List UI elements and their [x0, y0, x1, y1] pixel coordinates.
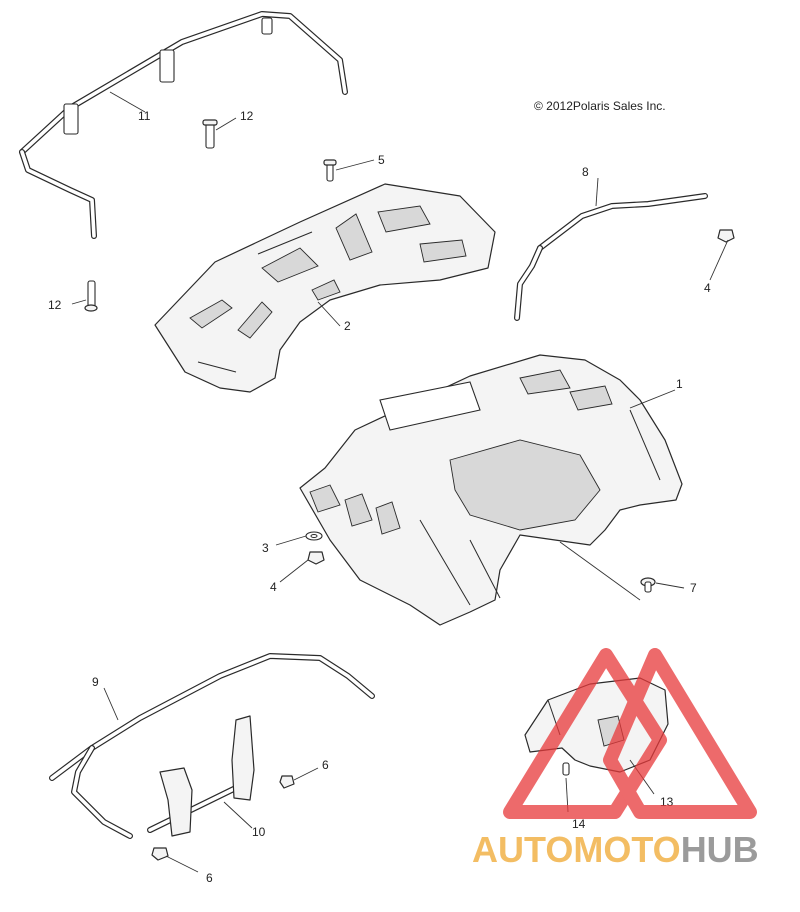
callout-3: 3 [262, 541, 269, 555]
automotohub-watermark: AUTOMOTOHUB [472, 648, 759, 870]
lower-rail [49, 653, 375, 839]
callout-2: 2 [344, 319, 351, 333]
watermark-triangle-right [603, 648, 757, 819]
callout-9: 9 [92, 675, 99, 689]
rear-rail [514, 193, 708, 321]
washer-3 [305, 531, 323, 541]
nut-4-lower [307, 551, 325, 565]
mount-bracket [147, 715, 255, 837]
callout-1: 1 [676, 377, 683, 391]
callout-6-upper: 6 [322, 758, 329, 772]
callout-7: 7 [690, 581, 697, 595]
callout-10: 10 [252, 825, 266, 839]
callout-labels: 1 2 3 4 4 5 6 6 7 8 9 10 11 12 12 13 14 [48, 109, 711, 885]
screw-5 [323, 159, 337, 182]
callout-4-lower: 4 [270, 580, 277, 594]
watermark-auto: AUTO [472, 829, 573, 870]
copyright-notice: © 2012Polaris Sales Inc. [534, 99, 666, 113]
watermark-wordmark: AUTOMOTOHUB [472, 829, 759, 870]
watermark-moto: MOTO [573, 829, 680, 870]
nut-4-upper [717, 229, 735, 243]
callout-5: 5 [378, 153, 385, 167]
push-rivet-7 [640, 577, 656, 593]
callout-12-upper: 12 [240, 109, 254, 123]
rear-cab-fender [299, 354, 683, 626]
watermark-triangle-left [503, 648, 667, 819]
callout-6-lower: 6 [206, 871, 213, 885]
front-rack-panel [154, 183, 496, 393]
callout-8: 8 [582, 165, 589, 179]
front-rack-rail [19, 11, 348, 239]
bolt-12-lower [84, 280, 98, 312]
callout-12-lower: 12 [48, 298, 62, 312]
bolt-12-upper [202, 119, 218, 149]
fastener-14 [562, 762, 570, 776]
callout-4-upper: 4 [704, 281, 711, 295]
bolt-6-lower [151, 847, 169, 861]
callout-14: 14 [572, 817, 586, 831]
watermark-hub: HUB [681, 829, 759, 870]
callout-11: 11 [138, 109, 151, 123]
bolt-6-upper [279, 775, 295, 789]
leader-lines [71, 91, 729, 873]
